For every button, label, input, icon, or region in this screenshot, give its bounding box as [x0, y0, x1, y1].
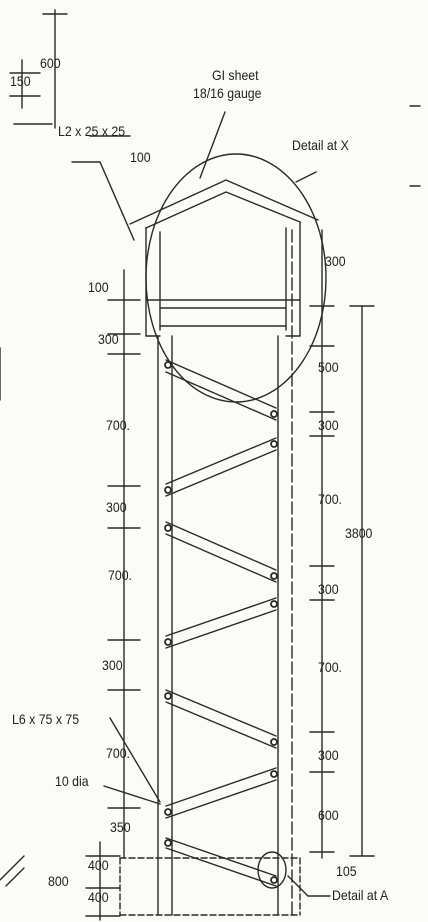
base-footing [0, 841, 301, 921]
left-dimension-chain [107, 269, 141, 859]
top-left-dimension-line [9, 9, 68, 129]
ladder-rails [157, 229, 293, 916]
dim-105: 105 [336, 863, 357, 879]
gauge-label: 18/16 gauge [193, 85, 262, 101]
bolt-marks [164, 361, 278, 884]
dim-600-right: 600 [318, 807, 339, 823]
dia-10-label: 10 dia [55, 773, 89, 789]
angle-top-label: L2 x 25 x 25 [58, 123, 126, 139]
dim-300-left-3: 300 [102, 657, 123, 673]
dim-400-a: 400 [88, 857, 109, 873]
dim-300-right-2: 300 [318, 581, 339, 597]
right-dimension-chain [309, 229, 375, 859]
dim-300-left-2: 300 [106, 499, 127, 515]
cap-housing [129, 179, 319, 337]
dim-300-left-1: 300 [98, 331, 119, 347]
dim-800: 800 [48, 873, 69, 889]
leader-lines [71, 105, 421, 897]
dim-600-top: 600 [40, 55, 61, 71]
dim-100-left: 100 [88, 279, 109, 295]
dim-700-left-1: 700. [106, 417, 130, 433]
dim-300-right-1: 300 [318, 417, 339, 433]
dim-350: 350 [110, 819, 131, 835]
gi-sheet-label: GI sheet [212, 67, 259, 83]
detail-a-circle [257, 851, 287, 889]
dim-150-top: 150 [10, 73, 31, 89]
dim-3800: 3800 [345, 525, 373, 541]
dim-700-right-1: 700. [318, 491, 342, 507]
detail-x-label: Detail at X [292, 137, 349, 153]
dim-100-top: 100 [130, 149, 151, 165]
dim-700-left-2: 700. [108, 567, 132, 583]
angle-bottom-label: L6 x 75 x 75 [12, 711, 80, 727]
diagonal-bracing [165, 359, 277, 887]
detail-x-circle [145, 153, 327, 403]
detail-a-label: Detail at A [332, 887, 389, 903]
dim-500-right: 500 [318, 359, 339, 375]
dim-700-right-2: 700. [318, 659, 342, 675]
dim-400-b: 400 [88, 889, 109, 905]
dim-300-right-top: 300 [325, 253, 346, 269]
dim-700-left-3: 700. [106, 745, 130, 761]
dim-300-right-3: 300 [318, 747, 339, 763]
